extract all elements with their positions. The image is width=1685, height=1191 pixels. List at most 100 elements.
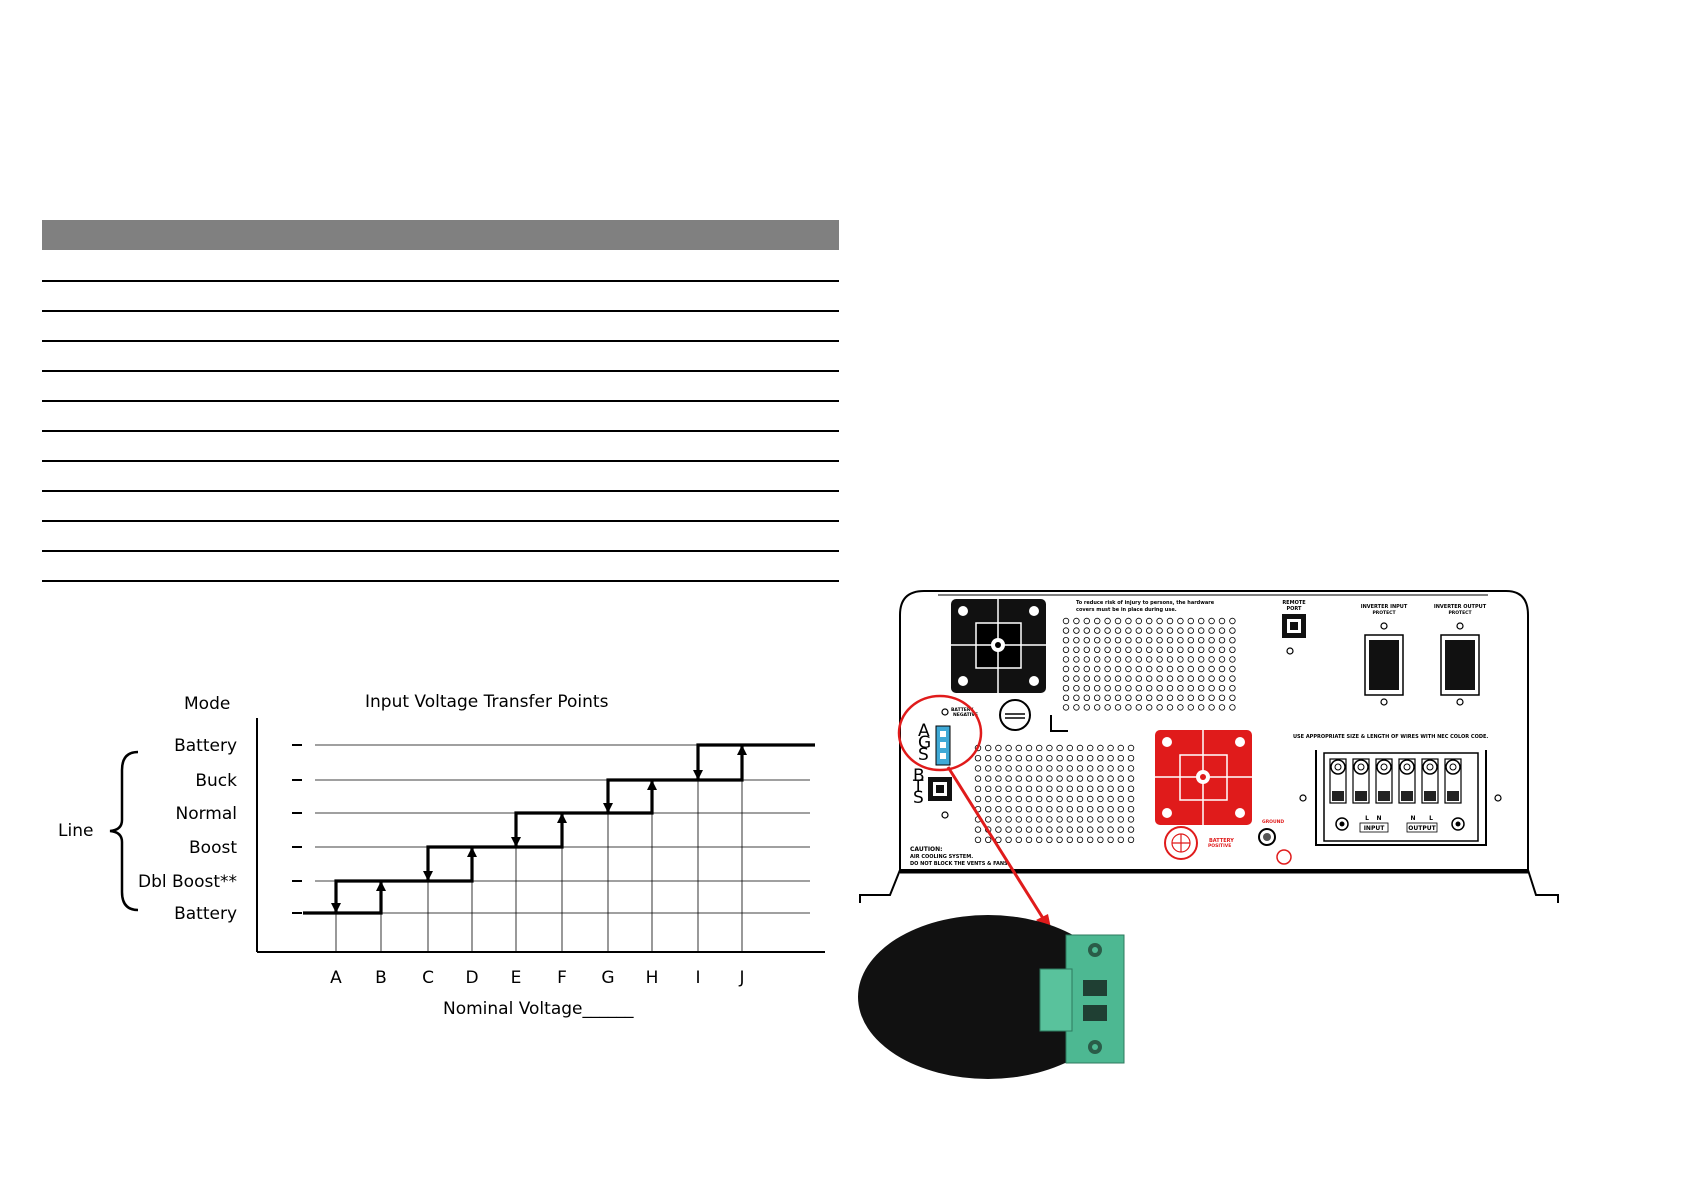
vent-hole bbox=[1229, 704, 1236, 711]
vent-hole bbox=[995, 744, 1002, 752]
vent-hole bbox=[1117, 836, 1124, 843]
vent-hole bbox=[1177, 617, 1184, 625]
vent-hole bbox=[1025, 785, 1033, 792]
vent-hole bbox=[1083, 637, 1090, 644]
chart-title: Input Voltage Transfer Points bbox=[365, 692, 609, 712]
terminal-screw-slot bbox=[1357, 763, 1365, 771]
vent-hole bbox=[1114, 704, 1122, 711]
vent-hole bbox=[1046, 826, 1053, 833]
vent-hole bbox=[1135, 656, 1142, 663]
vent-grid-upper bbox=[1062, 617, 1236, 711]
vent-hole bbox=[1076, 785, 1084, 792]
vent-hole bbox=[1086, 785, 1094, 792]
vent-hole bbox=[1056, 805, 1063, 813]
vent-hole bbox=[1104, 694, 1111, 701]
vent-hole bbox=[1146, 665, 1153, 673]
vent-hole bbox=[1127, 816, 1135, 823]
vent-hole bbox=[1229, 665, 1236, 673]
vent-hole bbox=[1035, 744, 1043, 752]
vent-hole bbox=[1166, 646, 1174, 654]
terminal-screw-head bbox=[1399, 759, 1415, 775]
vent-hole bbox=[1104, 665, 1111, 673]
vent-hole bbox=[1062, 646, 1070, 654]
vent-hole bbox=[1114, 694, 1122, 701]
vent-hole bbox=[1146, 704, 1153, 711]
vent-hole bbox=[1025, 754, 1033, 762]
vent-hole bbox=[1229, 656, 1236, 663]
input-protect-breaker[interactable] bbox=[1364, 634, 1404, 696]
bts-port[interactable] bbox=[928, 777, 952, 801]
transition-arrow bbox=[423, 871, 433, 881]
vent-hole bbox=[995, 754, 1002, 762]
output-protect-breaker[interactable] bbox=[1440, 634, 1480, 696]
vent-hole bbox=[1104, 675, 1111, 682]
vent-hole bbox=[1135, 617, 1142, 625]
vent-hole bbox=[1073, 675, 1080, 682]
vent-hole bbox=[1076, 795, 1084, 803]
vent-hole bbox=[1025, 795, 1033, 803]
vent-hole bbox=[984, 805, 992, 813]
vent-hole bbox=[1229, 627, 1236, 634]
voltage-point-label: I bbox=[695, 968, 700, 988]
vent-hole bbox=[1107, 836, 1114, 843]
vent-hole bbox=[1177, 684, 1184, 692]
vent-hole bbox=[1025, 805, 1033, 813]
transition-arrow bbox=[693, 770, 703, 780]
vent-hole bbox=[1062, 656, 1070, 663]
vent-hole bbox=[1127, 775, 1135, 782]
line-group-brace bbox=[109, 750, 139, 912]
vent-hole bbox=[1035, 826, 1043, 833]
vent-hole bbox=[1076, 836, 1084, 843]
vent-hole bbox=[1117, 754, 1124, 762]
voltage-point-label: H bbox=[646, 968, 659, 988]
vent-hole bbox=[1166, 637, 1174, 644]
battery-negative-label-2: NEGATIVE bbox=[953, 712, 978, 718]
vent-hole bbox=[1005, 775, 1012, 782]
ags-connector[interactable] bbox=[935, 725, 951, 766]
output-protect-label-2: PROTECT bbox=[1448, 610, 1472, 616]
terminal-clamp bbox=[1355, 791, 1367, 801]
table-row-line bbox=[42, 370, 839, 372]
vent-hole bbox=[1146, 656, 1153, 663]
vent-hole bbox=[1218, 684, 1226, 692]
vent-hole bbox=[1083, 704, 1090, 711]
vent-hole bbox=[1229, 646, 1236, 654]
vent-hole bbox=[1198, 675, 1205, 682]
vent-hole bbox=[1062, 694, 1070, 701]
vent-hole bbox=[1005, 836, 1012, 843]
vent-hole bbox=[1073, 646, 1080, 654]
vent-hole bbox=[1046, 754, 1053, 762]
output-terminal-l: L bbox=[1429, 815, 1433, 822]
vent-hole bbox=[1086, 826, 1094, 833]
vent-hole bbox=[1093, 617, 1101, 625]
vent-hole bbox=[1015, 816, 1022, 823]
vent-hole bbox=[1187, 617, 1194, 625]
line-group-label: Line bbox=[58, 821, 93, 841]
vent-hole bbox=[1198, 704, 1205, 711]
voltage-point-label: E bbox=[511, 968, 522, 988]
ground-lug[interactable] bbox=[1258, 828, 1276, 846]
table-row-line bbox=[42, 310, 839, 312]
vent-hole bbox=[1107, 785, 1114, 792]
vent-hole bbox=[1056, 826, 1063, 833]
vent-hole bbox=[1127, 805, 1135, 813]
vent-hole bbox=[1107, 754, 1114, 762]
vent-hole bbox=[1156, 704, 1163, 711]
vent-hole bbox=[1127, 754, 1135, 762]
vent-hole bbox=[1229, 675, 1236, 682]
mode-label: Normal bbox=[175, 804, 237, 824]
vent-hole bbox=[1177, 646, 1184, 654]
vent-hole bbox=[1187, 627, 1194, 634]
vent-hole bbox=[1107, 805, 1114, 813]
terminal-screw-slot bbox=[1380, 763, 1388, 771]
remote-port[interactable] bbox=[1282, 614, 1306, 638]
vent-hole bbox=[974, 826, 982, 833]
vent-hole bbox=[1056, 816, 1063, 823]
caution-title: CAUTION: bbox=[910, 846, 943, 853]
battery-positive-label-2: POSITIVE bbox=[1208, 843, 1231, 849]
output-terminal-screw bbox=[1451, 817, 1465, 831]
vent-hole bbox=[1093, 675, 1101, 682]
vent-hole bbox=[1083, 675, 1090, 682]
vent-hole bbox=[1156, 675, 1163, 682]
vent-hole bbox=[1066, 765, 1073, 772]
